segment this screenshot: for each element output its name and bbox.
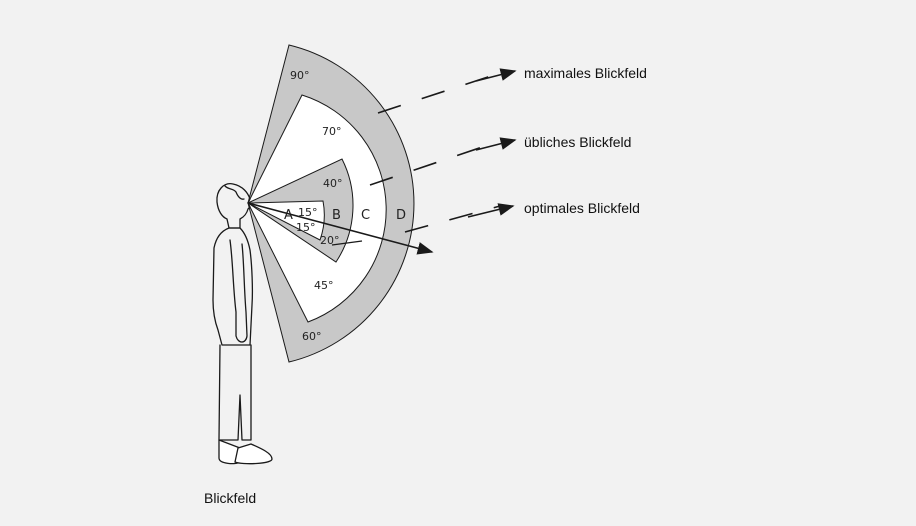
figure-caption: Blickfeld [204,490,256,506]
legend-arrow-optimal [468,206,513,217]
legend-arrow-max [476,71,515,81]
angle-label-up-max: 90° [290,69,310,82]
angle-label-down-a: 15° [296,221,316,234]
person-legs [219,345,251,440]
zone-label-a: A [284,208,293,223]
person-hair [225,186,244,199]
legend-label-optimal-field: optimales Blickfeld [524,200,640,216]
legend-arrow-usual [476,140,515,150]
angle-label-down-usual: 45° [314,279,334,292]
zone-label-d: D [396,208,406,223]
angle-label-down-max: 60° [302,330,322,343]
person-arm [230,240,247,342]
angle-label-down-optimal: 20° [320,234,340,247]
zone-label-c: C [361,208,370,223]
legend-label-usual-field: übliches Blickfeld [524,134,631,150]
person-shoe-front [235,444,272,464]
angle-label-up-optimal: 40° [323,177,343,190]
angle-label-up-usual: 70° [322,125,342,138]
legend-label-max-field: maximales Blickfeld [524,65,647,81]
leader-line-optimal [405,206,500,232]
zone-label-b: B [332,208,341,223]
